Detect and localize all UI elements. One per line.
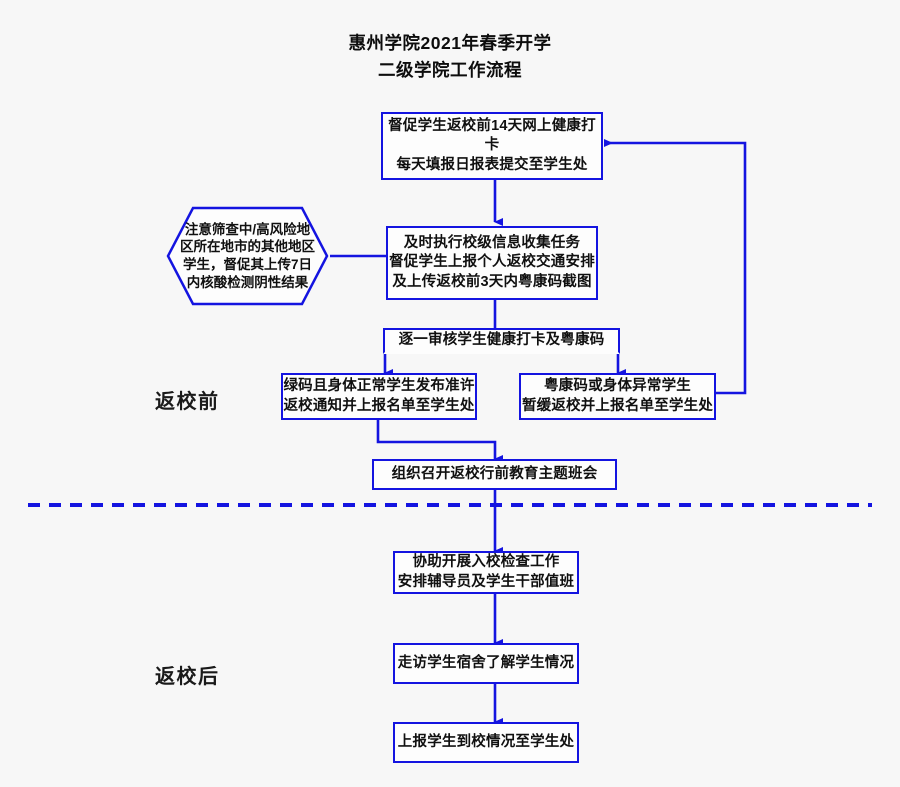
node-abnormal-postpone[interactable]: 粤康码或身体异常学生 暂缓返校并上报名单至学生处 (519, 373, 716, 420)
node-report-arrival[interactable]: 上报学生到校情况至学生处 (393, 722, 579, 763)
edge-abnormal-feedback-loop (604, 139, 747, 395)
node-info-collection[interactable]: 及时执行校级信息收集任务 督促学生上报个人返校交通安排 及上传返校前3天内粤康码… (386, 226, 598, 300)
node-dorm-visit[interactable]: 走访学生宿舍了解学生情况 (393, 643, 579, 684)
page-title: 惠州学院2021年春季开学 二级学院工作流程 (348, 33, 552, 81)
node-entry-check[interactable]: 协助开展入校检查工作 安排辅导员及学生干部值班 (393, 551, 579, 594)
node-review-one-by-one[interactable]: 逐一审核学生健康打卡及粤康码 (383, 328, 620, 354)
node-pre-return-class-meeting[interactable]: 组织召开返校行前教育主题班会 (372, 459, 617, 490)
phase-label-before: 返校前 (155, 391, 220, 413)
hexagon-shape (166, 206, 329, 306)
node-health-checkin[interactable]: 督促学生返校前14天网上健康打卡 每天填报日报表提交至学生处 (381, 112, 603, 180)
node-green-code-approve[interactable]: 绿码且身体正常学生发布准许 返校通知并上报名单至学生处 (281, 373, 477, 420)
node-risk-area-note[interactable]: 注意筛查中/高风险地 区所在地市的其他地区 学生，督促其上传7日 内核酸检测阴性… (165, 205, 330, 307)
edge-green-to-meeting (376, 420, 503, 463)
phase-label-after: 返校后 (155, 666, 220, 688)
node-risk-area-note-label: 注意筛查中/高风险地 区所在地市的其他地区 学生，督促其上传7日 内核酸检测阴性… (180, 221, 315, 290)
